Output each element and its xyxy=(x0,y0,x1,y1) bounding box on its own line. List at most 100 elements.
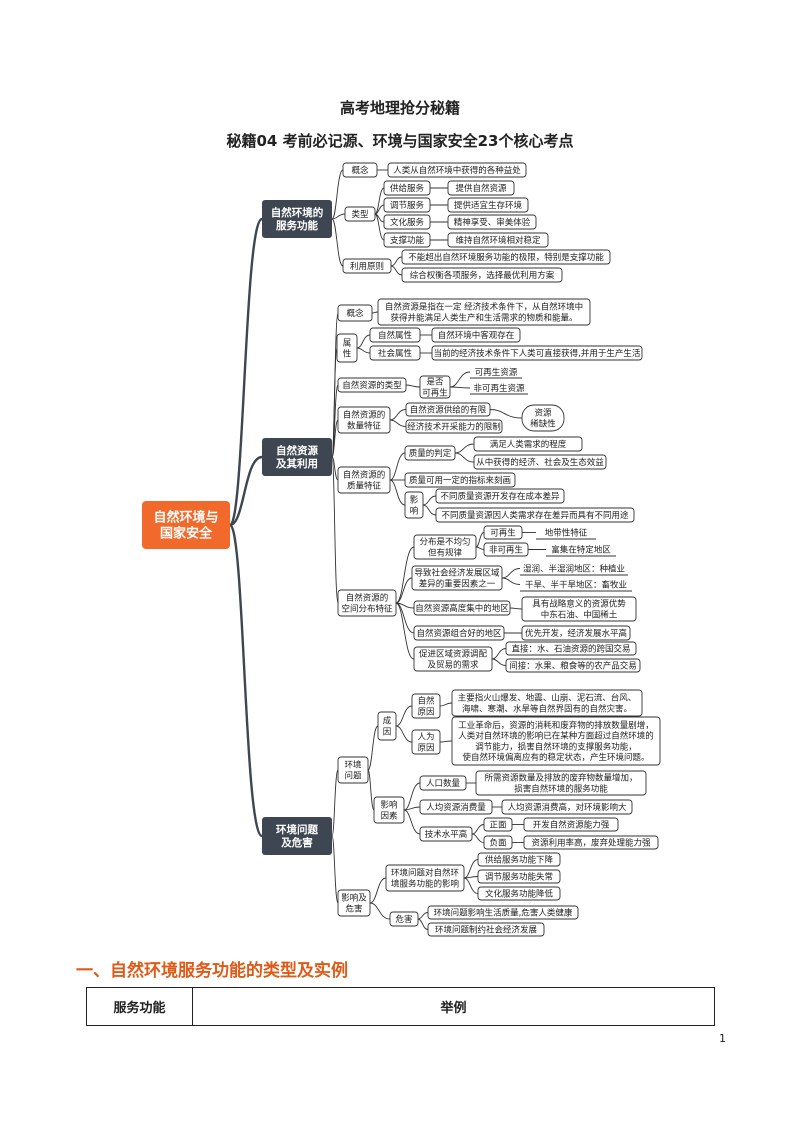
section-heading: 一、自然环境服务功能的类型及实例 xyxy=(76,961,348,981)
mindmap-node-n2f2a: 湿润、半湿润地区：种植业 xyxy=(520,563,628,576)
mindmap-node-n2c1b: 非可再生资源 xyxy=(470,383,528,395)
mindmap-node-label: 富集在特定地区 xyxy=(551,544,611,555)
mindmap-connector xyxy=(463,877,479,894)
mindmap-connector xyxy=(371,311,379,314)
mindmap-node-label: 影响及危害 xyxy=(341,893,367,915)
mindmap-node-n2f1a: 可再生 xyxy=(483,525,523,540)
mindmap-connector xyxy=(331,456,339,604)
mindmap-node-label: 资源利用率高，废弃处理能力强 xyxy=(531,837,651,848)
mindmap-node-label: 人为原因 xyxy=(417,732,434,754)
mindmap-connector xyxy=(475,546,485,550)
mindmap-node-n2e1a: 满足人类需求的程度 xyxy=(473,436,583,452)
mindmap-node-n3a2a: 人口数量 xyxy=(419,775,467,791)
mindmap-node-n3b1: 环境问题对自然环境服务功能的影响 xyxy=(385,864,465,892)
mindmap-node-n2f2: 导致社会经济发展区域差异的重要因素之一 xyxy=(411,565,503,591)
mindmap-node-label: 提供适宜生存环境 xyxy=(454,200,523,211)
mindmap-node-label: 可再生 xyxy=(490,527,516,538)
mindmap-node-label: 供给服务功能下降 xyxy=(485,854,554,865)
mindmap-node-label: 环境问题及危害 xyxy=(276,823,318,849)
mindmap-node-n2e3a: 不同质量资源开发存在成本差异 xyxy=(435,488,565,504)
mindmap-node-label: 自然资源的类型 xyxy=(342,380,402,391)
mindmap-node-n2a: 概念 xyxy=(337,304,373,322)
mindmap-node-n2f1a1: 地带性特征 xyxy=(536,527,596,540)
mindmap-node-label: 自然资源的质量特征 xyxy=(343,470,386,492)
mindmap-connector xyxy=(475,532,485,548)
mindmap-connector xyxy=(389,419,407,427)
mindmap-node-n1c: 利用原则 xyxy=(342,258,392,274)
mindmap-node-label: 自然环境的服务功能 xyxy=(271,206,324,232)
mindmap-node-label: 优先开发，经济发展水平高 xyxy=(525,628,627,639)
mindmap-node-label: 文化服务 xyxy=(390,217,425,228)
mindmap-node-n3: 环境问题及危害 xyxy=(262,817,332,855)
mindmap-connector xyxy=(501,577,521,585)
mindmap-node-n3b2b: 环境问题制约社会经济发展 xyxy=(427,922,545,937)
mindmap-node-n1b3a: 精神享受、审美体验 xyxy=(447,214,537,230)
mindmap-node-label: 社会属性 xyxy=(378,348,413,359)
mindmap-node-label: 当前的经济技术条件下人类可直接获得,并用于生产生活 xyxy=(434,348,641,359)
page-number: 1 xyxy=(719,1032,726,1045)
mindmap-node-label: 不同质量资源开发存在成本差异 xyxy=(440,491,560,502)
mindmap-connector xyxy=(390,265,403,276)
mindmap-node-label: 人类从自然环境中获得的各种益处 xyxy=(393,165,521,176)
mindmap-node-n1b3: 文化服务 xyxy=(383,214,431,230)
mindmap-node-n2f2b: 干旱、半干旱地区：畜牧业 xyxy=(520,579,632,592)
mindmap-connector xyxy=(374,187,385,215)
mindmap-node-n2: 自然资源及其利用 xyxy=(262,438,332,476)
mindmap-node-n1a: 概念 xyxy=(342,162,378,178)
mindmap-node-n2f: 自然资源的空间分布特征 xyxy=(337,589,397,617)
table-header-cell: 举例 xyxy=(192,987,715,1026)
mindmap-node-n3a: 环境问题 xyxy=(337,756,369,784)
mindmap-connector xyxy=(471,833,485,843)
mindmap-connector xyxy=(228,523,264,838)
mindmap-connector xyxy=(491,658,507,666)
mindmap-node-n3a1a1: 主要指火山爆发、地震、山崩、泥石流、台风、海啸、寒潮、水旱等自然界固有的自然灾害… xyxy=(451,689,643,717)
mindmap-node-label: 环境问题影响生活质量,危害人类健康 xyxy=(434,907,573,918)
mindmap-node-label: 开发自然资源能力强 xyxy=(533,819,610,830)
mind-map: 自然环境与国家安全自然环境的服务功能自然资源及其利用环境问题及危害概念人类从自然… xyxy=(142,162,661,937)
mindmap-connector xyxy=(331,769,339,837)
mindmap-node-label: 类型 xyxy=(351,209,369,220)
mindmap-node-label: 质量的判定 xyxy=(409,448,452,459)
mindmap-node-label: 人均资源消费量 xyxy=(426,802,486,813)
mindmap-node-n2b2: 社会属性 xyxy=(369,345,421,361)
mindmap-node-label: 影响因素 xyxy=(380,800,398,822)
mindmap-node-label: 文化服务功能降低 xyxy=(485,888,554,899)
mindmap-connector xyxy=(403,782,421,811)
mindmap-node-label: 工业革命后，资源的消耗和废弃物的排放数量剧增，人类对自然环境的影响已在某种方面超… xyxy=(458,720,654,763)
mindmap-node-n3a2: 影响因素 xyxy=(373,796,405,824)
mindmap-node-label: 非可再生 xyxy=(489,544,524,555)
mindmap-node-label: 负面 xyxy=(489,837,507,848)
mindmap-connector xyxy=(331,312,339,458)
mindmap-node-label: 质量可用一定的指标来刻画 xyxy=(409,475,511,486)
table-header-row: 服务功能 举例 xyxy=(86,987,715,1026)
mindmap-connector xyxy=(389,409,407,421)
mindmap-connector xyxy=(395,602,415,609)
mindmap-node-label: 危害 xyxy=(395,914,412,925)
mindmap-node-n3a1b: 人为原因 xyxy=(411,729,441,755)
mindmap-node-n2f5b: 间接：水果、粮食等的农产品交易 xyxy=(505,658,641,673)
mindmap-node-n2e3: 影响 xyxy=(404,491,424,519)
mindmap-connector xyxy=(395,577,413,604)
mindmap-connector xyxy=(489,409,523,419)
mindmap-connector xyxy=(422,504,437,516)
mindmap-node-n1b4a: 维持自然环境相对稳定 xyxy=(447,232,549,248)
mindmap-connector xyxy=(331,169,344,220)
mindmap-node-n2e1b: 从中获得的经济、社会及生态效益 xyxy=(473,454,607,470)
mindmap-node-label: 干旱、半干旱地区：畜牧业 xyxy=(525,579,627,590)
mindmap-connector xyxy=(417,918,429,930)
mindmap-node-n3a2b: 人均资源消费量 xyxy=(419,799,493,815)
mindmap-node-n2e3b: 不同质量资源因人类需求存在差异而具有不同用途 xyxy=(435,507,635,523)
mindmap-node-label: 人均资源消费高，对环境影响大 xyxy=(507,802,627,813)
mindmap-node-n2d1: 自然资源供给的有限 xyxy=(405,402,491,417)
doc-title: 高考地理抢分秘籍 xyxy=(339,99,460,117)
mindmap-node-label: 具有战略意义的资源优势中东石油、中国稀土 xyxy=(532,599,626,621)
mindmap-connector xyxy=(331,456,339,481)
mindmap-node-n2d2: 经济技术开采能力的限制 xyxy=(405,419,503,434)
mindmap-node-n3a2a1: 所需资源数量及排放的废弃物数量增加，损害自然环境的服务功能 xyxy=(475,770,647,796)
mindmap-node-label: 自然属性 xyxy=(378,330,413,341)
mindmap-node-n2c1a: 可再生资源 xyxy=(470,367,522,379)
mindmap-connector xyxy=(405,384,421,388)
mindmap-connector xyxy=(374,213,385,241)
mindmap-node-label: 自然资源及其利用 xyxy=(276,444,318,470)
mindmap-connector xyxy=(463,859,479,879)
